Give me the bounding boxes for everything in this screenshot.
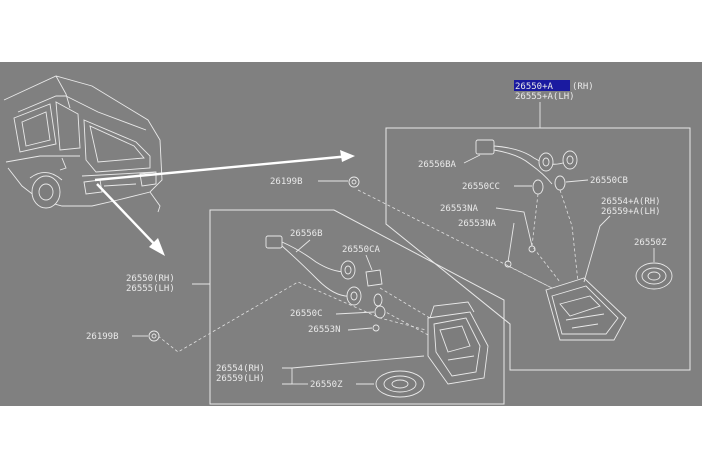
- label-26555-a: 26555+A(LH): [515, 92, 575, 102]
- pointer-arrows: [94, 150, 355, 256]
- gasket-26550z-lower: [375, 370, 425, 398]
- upper-assembly-frame: [385, 127, 691, 371]
- label-26553na-upper: 26553NA: [440, 204, 479, 214]
- label-26550cb: 26550CB: [590, 176, 628, 186]
- label-26550-rh: 26550(RH): [126, 274, 175, 284]
- highlight-marker: [514, 80, 570, 91]
- lens-bracket: [282, 367, 293, 385]
- label-26550z-upper: 26550Z: [634, 238, 667, 248]
- socket-26550cc: [532, 179, 544, 195]
- diagram-background: [0, 62, 702, 406]
- screw-dashed-leader: [357, 189, 557, 291]
- label-26553na-lower: 26553NA: [458, 219, 497, 229]
- screw-26199b-upper: [348, 176, 360, 188]
- vehicle-illustration: [3, 75, 163, 213]
- label-26550ca: 26550CA: [342, 245, 381, 255]
- label-26550cc: 26550CC: [462, 182, 500, 192]
- label-26553n: 26553N: [308, 325, 341, 335]
- label-26554-rh: 26554(RH): [216, 364, 265, 374]
- lens-26554-a: [545, 277, 627, 341]
- label-26199b-lower: 26199B: [86, 332, 119, 342]
- label-26199b-upper: 26199B: [270, 177, 303, 187]
- socket-26550ca: [365, 269, 383, 287]
- socket-26550c: [374, 305, 386, 319]
- lower-assembly-frame: [209, 209, 505, 405]
- gasket-26550z-upper: [635, 262, 673, 290]
- label-26555-lh: 26555(LH): [126, 284, 175, 294]
- lens-26554-lower: [427, 301, 489, 385]
- screw-lower-dashed: [157, 281, 427, 353]
- label-26550-a: 26550+A: [515, 82, 554, 92]
- screw-26199b-lower: [148, 330, 160, 342]
- harness-26556ba: [475, 139, 578, 185]
- label-26559-a: 26559+A(LH): [601, 207, 661, 217]
- label-26556b: 26556B: [290, 229, 323, 239]
- bulb-26553n: [372, 324, 380, 332]
- socket-26550cb: [554, 175, 566, 191]
- harness-26556b: [265, 235, 362, 306]
- label-26559-lh: 26559(LH): [216, 374, 265, 384]
- label-26554-a: 26554+A(RH): [601, 197, 661, 207]
- label-rh-side: (RH): [572, 82, 594, 92]
- label-26556ba: 26556BA: [418, 160, 457, 170]
- label-26550c: 26550C: [290, 309, 323, 319]
- label-26550z-lower: 26550Z: [310, 380, 343, 390]
- bulb-small: [373, 293, 383, 307]
